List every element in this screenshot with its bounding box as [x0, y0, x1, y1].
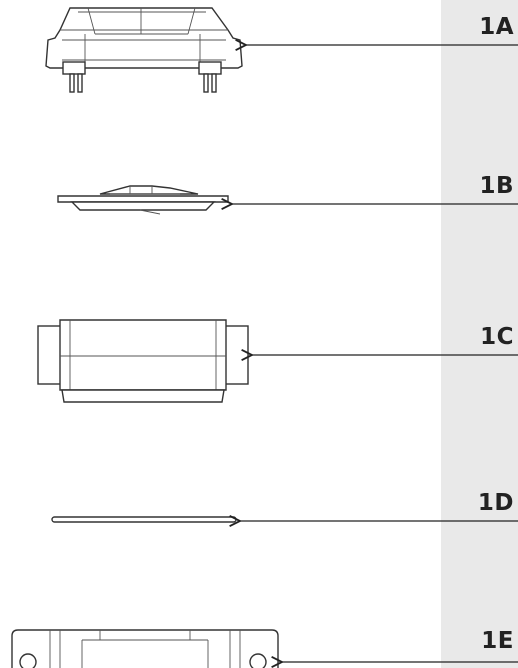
part-1d-oring	[51, 516, 237, 523]
label-column-background	[441, 0, 518, 668]
part-1c-body	[37, 319, 249, 403]
part-1a-cover	[45, 7, 243, 93]
callout-1d: 1D	[477, 490, 514, 516]
callout-1c: 1C	[480, 324, 514, 350]
part-1e-base	[11, 629, 279, 668]
callout-1e: 1E	[481, 628, 514, 654]
callout-1b: 1B	[479, 173, 514, 199]
callout-1a: 1A	[479, 14, 514, 40]
part-1b-plate	[57, 185, 229, 215]
